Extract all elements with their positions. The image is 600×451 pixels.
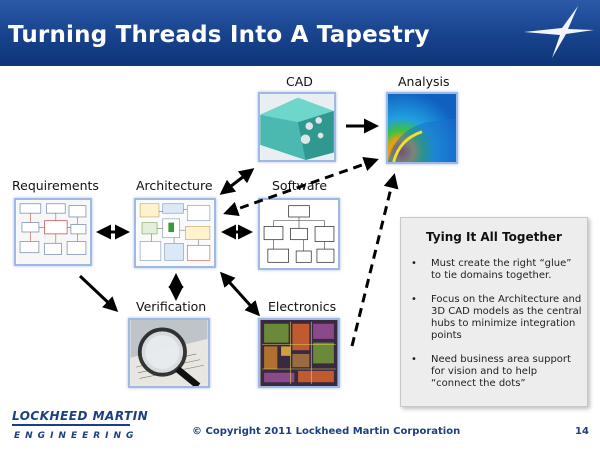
slide-title: Turning Threads Into A Tapestry [8, 22, 430, 48]
requirements-label: Requirements [12, 178, 99, 193]
arrow-architecture-cad [219, 168, 255, 195]
list-item: • Must create the right “glue” to tie do… [409, 258, 583, 282]
software-image [258, 198, 340, 270]
electronics-image [258, 318, 340, 388]
callout-title: Tying It All Together [426, 230, 562, 244]
electronics-label: Electronics [268, 299, 337, 314]
analysis-label: Analysis [398, 74, 450, 89]
verification-image [128, 318, 210, 388]
bullet-text: Need business area support for vision an… [431, 354, 571, 389]
architecture-label: Architecture [136, 178, 213, 193]
company-logo-name: LOCKHEED MARTIN [12, 409, 149, 423]
arrow-architecture-electronics [219, 271, 261, 317]
list-item: • Need business area support for vision … [409, 354, 583, 390]
cad-label: CAD [286, 74, 313, 89]
bullet-icon: • [411, 258, 417, 269]
company-logo-subtitle: ENGINEERING [14, 431, 139, 441]
callout-box: Tying It All Together • Must create the … [400, 217, 588, 407]
copyright-notice: © Copyright 2011 Lockheed Martin Corpora… [192, 426, 461, 437]
page-number: 14 [575, 426, 589, 437]
bullet-icon: • [411, 294, 417, 305]
lockheed-star-icon [524, 6, 594, 58]
slide-header: Turning Threads Into A Tapestry [0, 0, 600, 66]
arrow-electronics-analysis [350, 173, 399, 347]
bullet-icon: • [411, 354, 417, 365]
bullet-text: Focus on the Architecture and 3D CAD mod… [431, 294, 582, 341]
analysis-image [386, 92, 458, 164]
verification-label: Verification [136, 299, 207, 314]
software-label: Software [272, 178, 328, 193]
logo-divider [12, 424, 130, 426]
requirements-image [14, 198, 92, 266]
arrow-requirements-verification [78, 274, 119, 313]
callout-list: • Must create the right “glue” to tie do… [409, 258, 583, 402]
bullet-text: Must create the right “glue” to tie doma… [431, 258, 572, 281]
cad-image [258, 92, 336, 162]
list-item: • Focus on the Architecture and 3D CAD m… [409, 294, 583, 342]
architecture-image [134, 198, 216, 268]
